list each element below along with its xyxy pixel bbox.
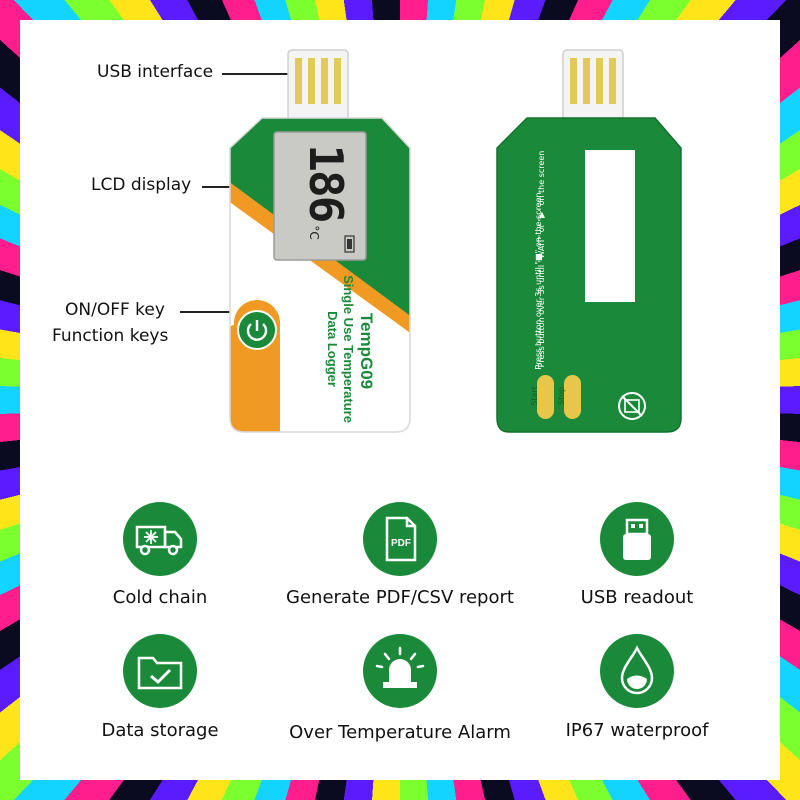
feature-over-temperature-alarm: Over Temperature Alarm	[289, 722, 511, 743]
usb-callout-line	[222, 73, 300, 75]
onoff-callout-line	[180, 311, 258, 313]
usb-interface-label: USB interface	[97, 62, 214, 82]
stop-button	[564, 375, 581, 419]
device-model-title: TempG09	[357, 312, 376, 390]
feature-data-storage: Data storage	[101, 720, 219, 741]
pdf-icon: PDF	[385, 516, 417, 562]
lcd-unit: °C	[307, 225, 321, 240]
usb-icon	[623, 518, 651, 560]
usb-readout-circle	[600, 502, 674, 576]
truck-icon	[135, 525, 183, 556]
function-keys-label: Function keys	[52, 326, 169, 346]
data-storage-circle	[123, 634, 197, 708]
pdf-icon-text: PDF	[391, 538, 411, 549]
stop-label: Stop	[557, 386, 566, 406]
feature-usb-readout: USB readout	[580, 587, 694, 608]
folder-check-icon	[137, 656, 183, 690]
onoff-key-label: ON/OFF key	[65, 300, 165, 320]
waterproof-circle	[600, 634, 674, 708]
start-button	[537, 375, 554, 419]
lcd-screen	[273, 131, 367, 261]
pdf-report-circle: PDF	[363, 502, 437, 576]
cold-chain-circle	[123, 502, 197, 576]
label-window	[585, 150, 635, 302]
usb-plug	[287, 49, 349, 121]
device-subtitle-1: Single Use Temperature	[341, 275, 356, 423]
feature-cold-chain: Cold chain	[112, 587, 208, 608]
back-data-logger	[496, 49, 682, 433]
alarm-icon	[375, 646, 425, 688]
feature-ip67-waterproof: IP67 waterproof	[565, 720, 709, 741]
front-data-logger	[229, 49, 411, 433]
no-dispose-icon	[618, 392, 646, 420]
usb-plug-back	[562, 49, 624, 121]
lcd-digits: 186	[299, 144, 353, 222]
lcd-readout: 186 °C	[296, 137, 356, 247]
stop-instruction: Press button over 3s until "■" on the sc…	[534, 192, 543, 370]
device-subtitle-2: Data Logger	[325, 311, 340, 387]
product-panel: USB interface LCD display ON/OFF key Fun…	[20, 20, 780, 780]
feature-pdf-csv-report: Generate PDF/CSV report	[286, 587, 514, 608]
start-label: Start	[530, 386, 539, 406]
alarm-circle	[363, 634, 437, 708]
water-drop-icon	[620, 645, 654, 695]
lcd-display-label: LCD display	[91, 175, 192, 195]
